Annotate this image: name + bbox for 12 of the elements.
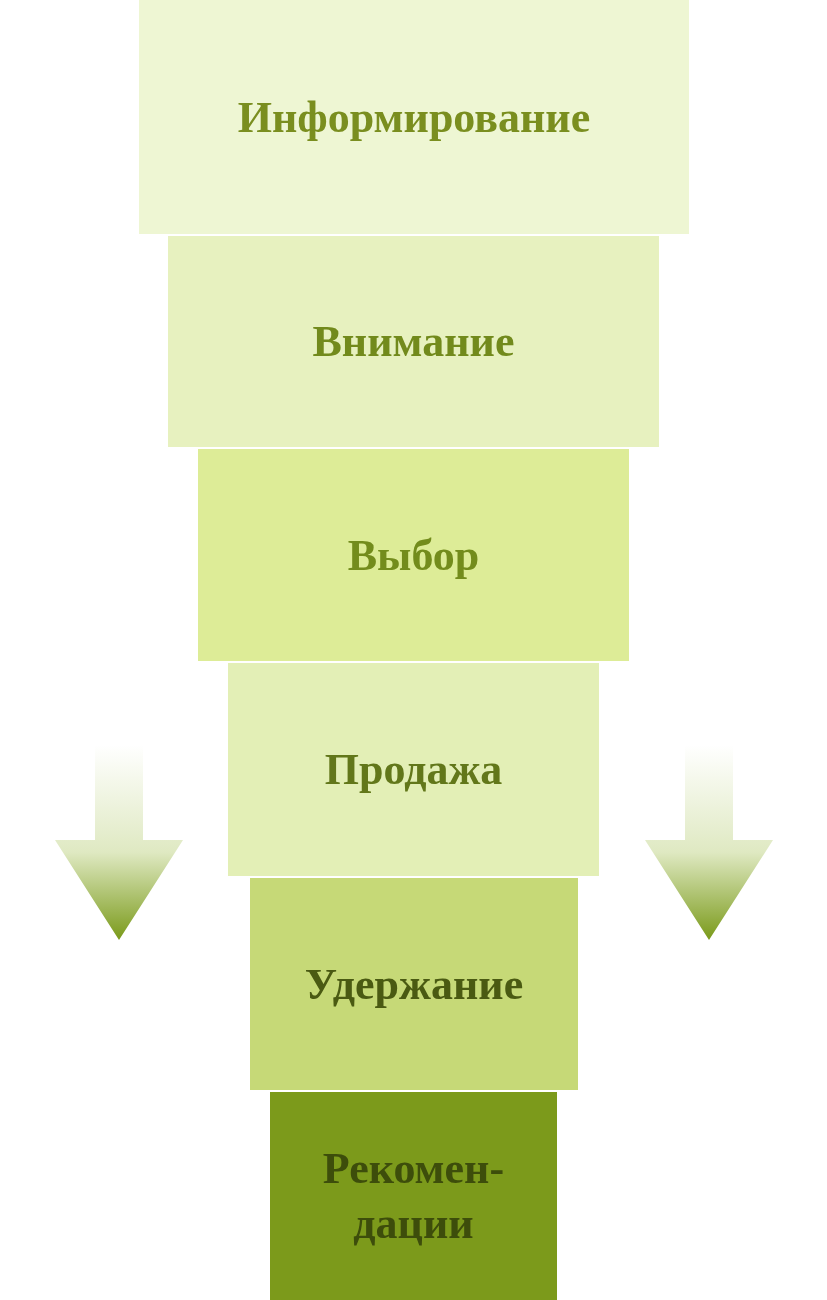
funnel-step [228,663,599,876]
step-label: Информирование [237,91,591,144]
funnel-step [270,1092,557,1300]
funnel-step [198,449,629,661]
step-label: Выбор [347,529,480,582]
funnel-step [250,878,578,1090]
step-label: Продажа [324,744,503,796]
step-label: Внимание [312,316,515,368]
funnel-step [168,236,659,447]
step-label: Рекомен-дации [321,1143,506,1250]
funnel-step [139,0,689,234]
step-label: Удержание [304,958,524,1011]
